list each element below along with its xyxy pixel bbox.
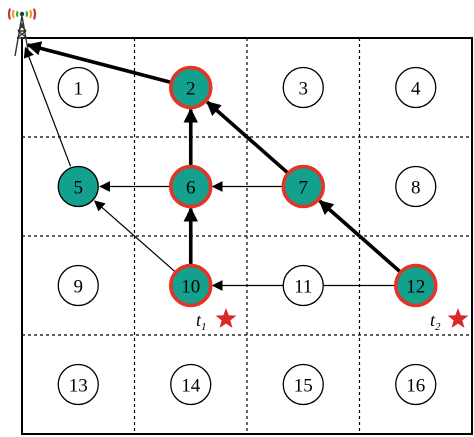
node-circle (395, 66, 437, 109)
target-t2: t2 (430, 308, 469, 333)
signal-wave (33, 8, 37, 20)
node-circle (282, 264, 324, 307)
node-12: 12 (393, 263, 438, 308)
node-label: 16 (406, 376, 425, 397)
edges (23, 41, 401, 291)
node-label: 9 (74, 277, 84, 298)
node-circle (281, 164, 326, 209)
signal-wave (11, 9, 15, 19)
node-label: 11 (294, 277, 312, 298)
node-label: 8 (411, 178, 421, 199)
node-1: 1 (57, 66, 99, 109)
edge-10-to-5 (93, 200, 176, 272)
node-label: 6 (186, 178, 196, 199)
node-circle (168, 164, 213, 209)
node-label: 2 (186, 79, 196, 100)
radio-tower-icon (7, 8, 37, 57)
node-label: 15 (294, 376, 313, 397)
node-label: 14 (181, 376, 201, 397)
node-circle (57, 66, 99, 109)
signal-wave (7, 8, 11, 20)
antenna-tip (19, 11, 25, 17)
node-14: 14 (170, 363, 212, 406)
targets: t1 t2 (196, 308, 469, 333)
node-label: 13 (69, 376, 88, 397)
node-circle (168, 65, 213, 110)
edge-5-to-sink (23, 46, 72, 167)
node-label: 5 (74, 178, 84, 199)
node-circle (395, 363, 437, 406)
node-5: 5 (57, 165, 99, 208)
node-13: 13 (57, 363, 99, 406)
node-7: 7 (281, 164, 326, 209)
node-label: 4 (411, 79, 421, 100)
node-2: 2 (168, 65, 213, 110)
target-label: t2 (430, 310, 441, 333)
node-9: 9 (57, 264, 99, 307)
node-circle (57, 363, 99, 406)
node-circle (282, 363, 324, 406)
node-circle (168, 263, 213, 308)
node-11: 11 (282, 264, 324, 307)
node-circle (57, 165, 99, 208)
node-label: 12 (406, 277, 425, 298)
grid-border (21, 37, 473, 435)
node-circle (395, 165, 437, 208)
edge-2-to-sink (26, 41, 171, 84)
node-label: 7 (299, 178, 309, 199)
node-6: 6 (168, 164, 213, 209)
node-8: 8 (395, 165, 437, 208)
node-circle (282, 66, 324, 109)
node-10: 10 (168, 263, 213, 308)
star-icon (215, 308, 237, 328)
edge-7-to-2 (206, 100, 289, 174)
node-4: 4 (395, 66, 437, 109)
signal-wave (29, 9, 33, 19)
node-label: 3 (299, 79, 309, 100)
star-icon (447, 308, 469, 328)
target-t1: t1 (196, 308, 237, 333)
node-3: 3 (282, 66, 324, 109)
node-15: 15 (282, 363, 324, 406)
antenna-tower (14, 15, 30, 57)
node-label: 1 (74, 79, 84, 100)
node-circle (170, 363, 212, 406)
node-circle (393, 263, 438, 308)
edge-12-to-7 (318, 199, 401, 273)
target-label: t1 (196, 310, 207, 333)
node-16: 16 (395, 363, 437, 406)
node-label: 10 (181, 277, 200, 298)
node-circle (57, 264, 99, 307)
